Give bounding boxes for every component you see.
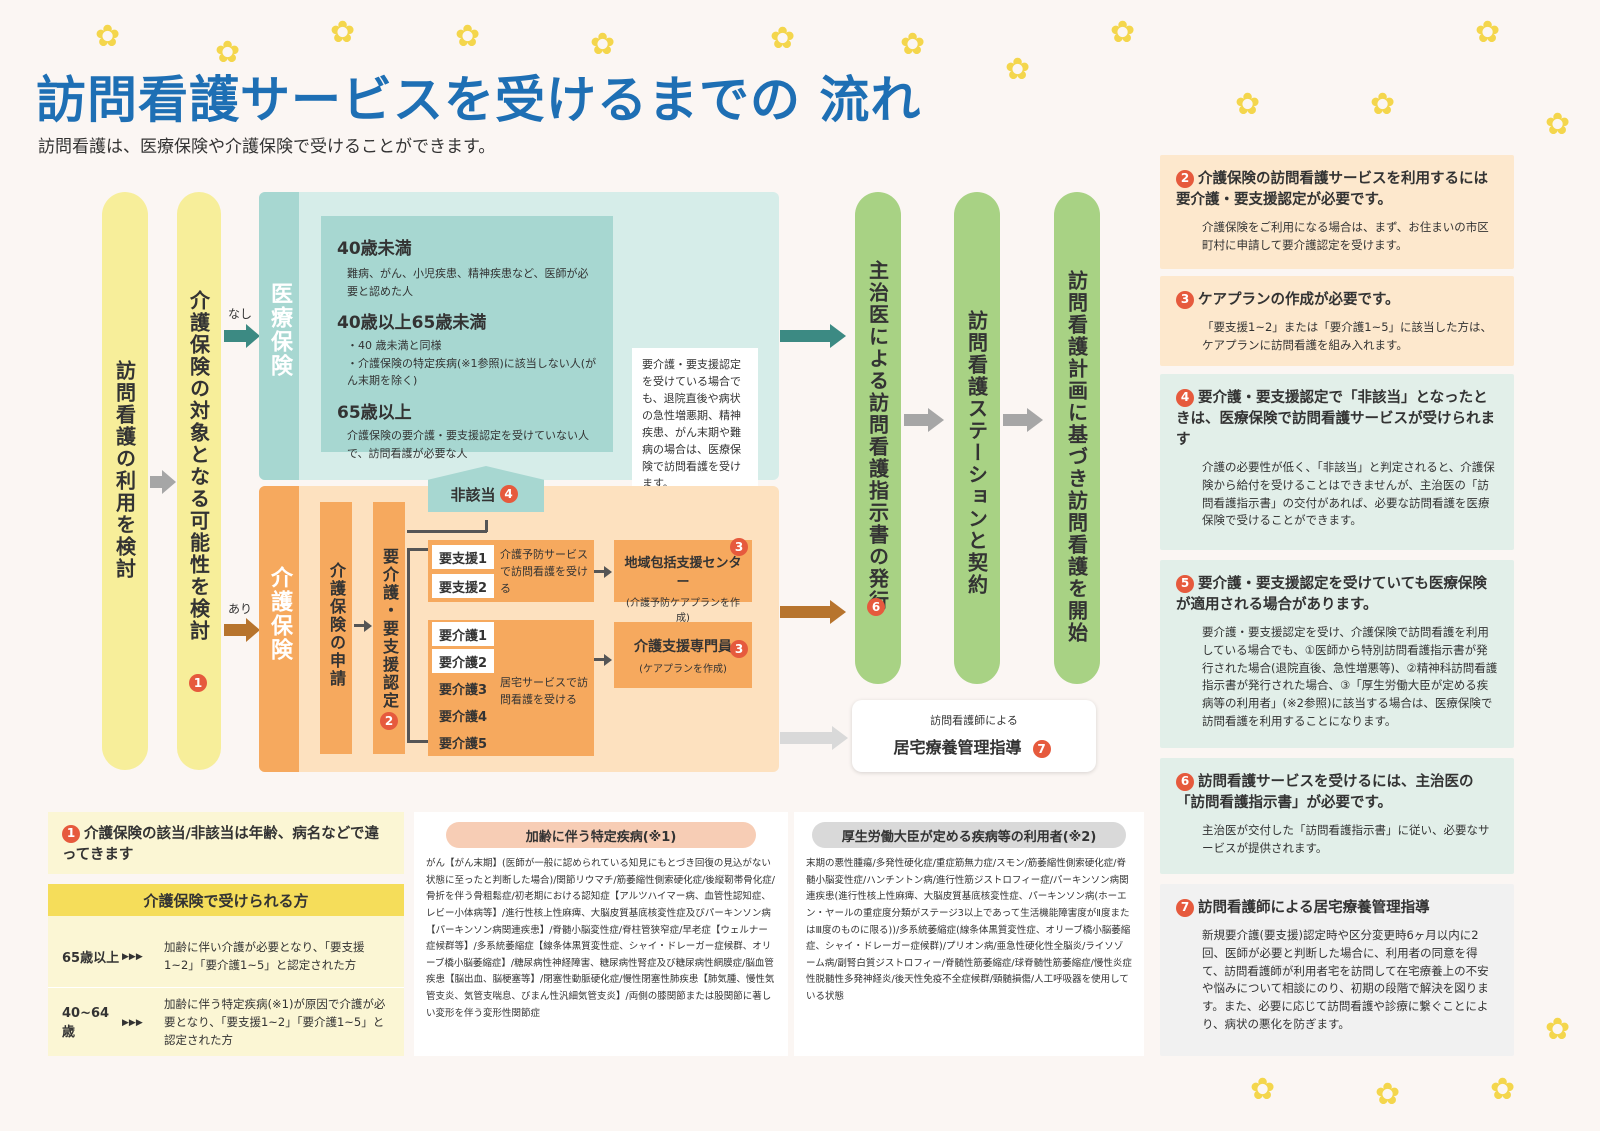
step-number-badge: 6	[867, 597, 885, 616]
flower-icon: ✿	[1110, 15, 1136, 50]
minister-list-title: 厚生労働大臣が定める疾病等の利用者(※2)	[812, 822, 1126, 848]
step-number-badge: 7	[1032, 739, 1051, 758]
label-none: なし	[228, 307, 253, 321]
step-contract: 訪問看護ステーションと契約	[954, 192, 1000, 684]
home-service: 居宅サービスで訪問看護を受ける	[500, 676, 588, 707]
flower-icon: ✿	[215, 35, 241, 70]
level-care-5: 要介護5	[432, 730, 494, 754]
step-number-badge: 3	[730, 639, 748, 658]
age-40-65-title: 40歳以上65歳未満	[337, 313, 487, 334]
step-start: 訪問看護計画に基づき訪問看護を開始	[1054, 192, 1100, 684]
eligible-table-title: 介護保険で受けられる方	[48, 884, 404, 916]
arrow-right-icon	[830, 324, 846, 348]
table-row: 65歳以上 ▶▶▶ 加齢に伴い介護が必要となり、「要支援1~2」「要介護1~5」…	[48, 926, 404, 988]
flower-icon: ✿	[1545, 1012, 1571, 1047]
arrow-right-icon	[246, 618, 260, 642]
arrow-right-icon	[832, 726, 848, 750]
flower-icon: ✿	[1370, 87, 1396, 122]
arrow-right-icon	[604, 566, 612, 578]
page-subtitle: 訪問看護は、医療保険や介護保険で受けることができます。	[38, 137, 496, 157]
level-care-1: 要介護1	[432, 622, 494, 646]
flower-icon: ✿	[900, 27, 926, 62]
not-applicable-badge: 非該当 4	[428, 466, 544, 512]
arrow-right-icon	[928, 408, 944, 432]
flower-icon: ✿	[1235, 87, 1261, 122]
flower-icon: ✿	[1250, 1072, 1276, 1107]
step-consider: 訪問看護の利用を検討	[102, 192, 148, 770]
arrow-right-icon	[830, 600, 846, 624]
arrow-right-icon	[364, 620, 372, 632]
arrow-right-icon	[246, 324, 260, 348]
level-care-2: 要介護2	[432, 649, 494, 673]
flower-icon: ✿	[455, 19, 481, 54]
arrow-right-icon	[1027, 408, 1043, 432]
flower-icon: ✿	[1490, 1072, 1516, 1107]
medical-exception-note: 要介護・要支援認定を受けている場合でも、退院直後や病状の急性増悪期、精神疾患、が…	[632, 348, 758, 490]
level-support-2: 要支援2	[432, 574, 494, 598]
home-care-management: 訪問看護師による 居宅療養管理指導 7	[852, 700, 1096, 772]
level-support-1: 要支援1	[432, 545, 494, 569]
step-number-badge: 2	[380, 711, 398, 730]
medical-insurance-label: 医療保険	[267, 282, 292, 378]
page-title: 訪問看護サービスを受けるまでの 流れ	[36, 71, 922, 129]
table-row: 40~64歳 ▶▶▶ 加齢に伴う特定疾病(※1)が原因で介護が必要となり、「要支…	[62, 997, 386, 1047]
age-under-40-title: 40歳未満	[337, 239, 412, 259]
minister-list-panel: 厚生労働大臣が定める疾病等の利用者(※2) 末期の悪性腫瘍/多発性硬化症/重症筋…	[794, 812, 1144, 1056]
step-eligibility: 介護保険の対象となる可能性を検討	[177, 192, 221, 770]
age-over-65-title: 65歳以上	[337, 402, 412, 423]
disease-list-panel: 加齢に伴う特定疾病(※1) がん【がん末期】(医師が一般に認められている知見にも…	[414, 812, 788, 1056]
level-care-3: 要介護3	[432, 676, 494, 700]
arrow-right-icon	[162, 470, 176, 494]
community-support-center: 地域包括支援センター (介護予防ケアプランを作成)	[614, 540, 752, 624]
care-application: 介護保険の申請	[320, 502, 352, 754]
arrow-right-icon	[604, 654, 612, 666]
flower-icon: ✿	[1545, 107, 1571, 142]
eligible-table: 介護保険で受けられる方 65歳以上 ▶▶▶ 加齢に伴い介護が必要となり、「要支援…	[48, 884, 404, 1056]
level-care-4: 要介護4	[432, 703, 494, 727]
step-number-badge: 1	[189, 673, 207, 692]
flower-icon: ✿	[1005, 52, 1031, 87]
flower-icon: ✿	[1475, 15, 1501, 50]
step-number-badge: 4	[499, 485, 518, 503]
flower-icon: ✿	[95, 19, 121, 54]
flower-icon: ✿	[1375, 1077, 1401, 1112]
disease-list-title: 加齢に伴う特定疾病(※1)	[446, 822, 756, 848]
medical-criteria: 40歳未満 難病、がん、小児疾患、精神疾患など、医師が必要と認めた人 40歳以上…	[321, 216, 613, 460]
care-insurance-label: 介護保険	[267, 566, 292, 662]
prevention-service: 介護予防サービスで訪問看護を受ける	[500, 548, 588, 596]
flower-icon: ✿	[330, 15, 356, 50]
flower-icon: ✿	[590, 27, 616, 62]
label-yes: あり	[228, 602, 253, 616]
flower-icon: ✿	[770, 21, 796, 56]
step-number-badge: 3	[730, 537, 748, 556]
care-manager: 介護支援専門員 (ケアプランを作成)	[614, 622, 752, 688]
